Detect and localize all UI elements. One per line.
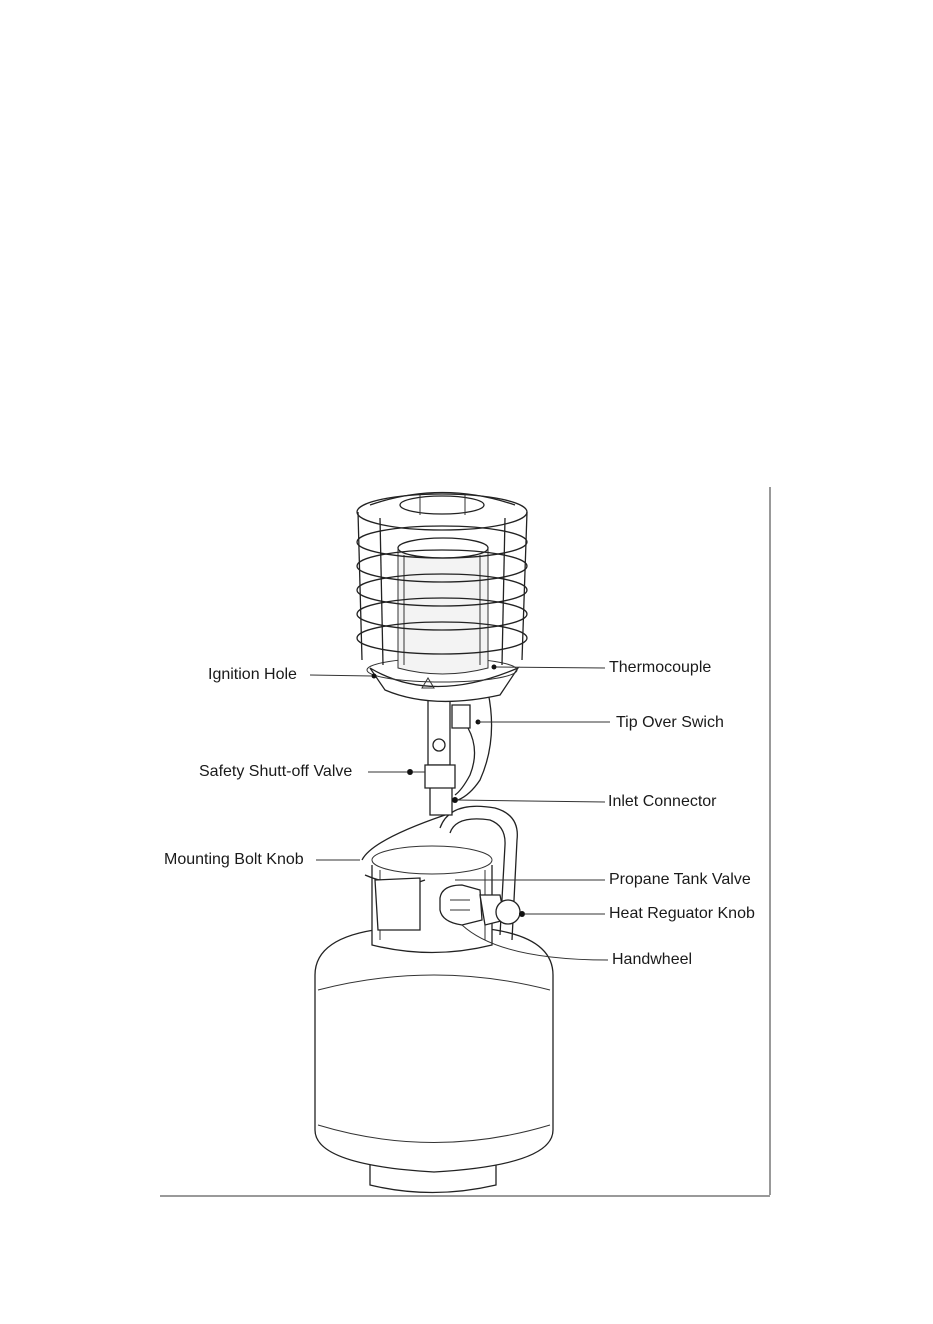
label-handwheel: Handwheel	[612, 951, 692, 969]
label-propane-tank-valve: Propane Tank Valve	[609, 871, 751, 889]
label-safety-shutoff-valve: Safety Shutt-off Valve	[199, 763, 352, 781]
label-heat-regulator-knob: Heat Reguator Knob	[609, 905, 755, 923]
label-thermocouple: Thermocouple	[609, 659, 711, 677]
label-tip-over-switch: Tip Over Swich	[616, 714, 724, 732]
heater-stem	[407, 692, 492, 815]
label-mounting-bolt-knob: Mounting Bolt Knob	[164, 851, 304, 869]
label-inlet-connector: Inlet Connector	[608, 793, 717, 811]
propane-tank	[315, 928, 553, 1193]
burner-cage	[357, 493, 527, 675]
label-ignition-hole: Ignition Hole	[208, 666, 297, 684]
